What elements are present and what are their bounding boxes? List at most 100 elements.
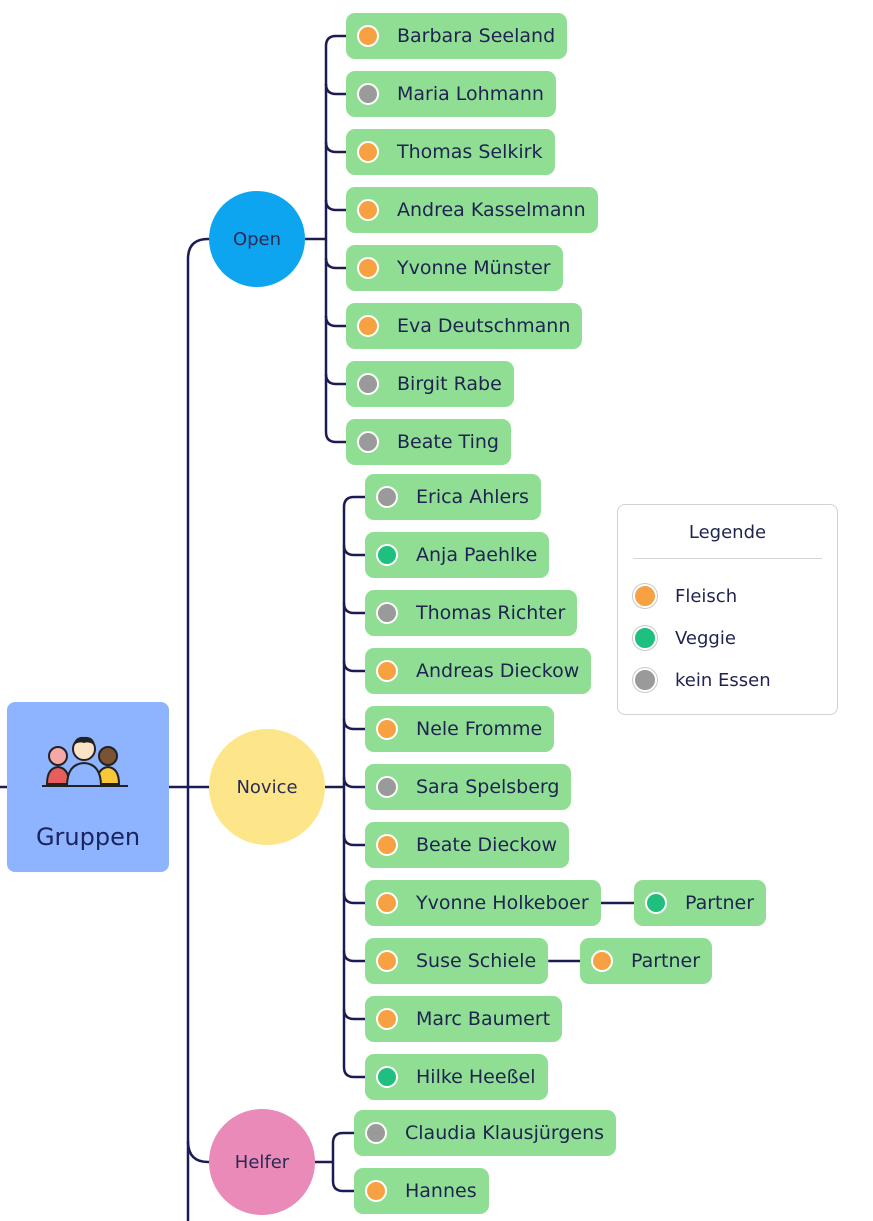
connector-line xyxy=(324,431,346,444)
member-label: Beate Dieckow xyxy=(416,834,558,856)
member-label: Marc Baumert xyxy=(416,1008,551,1030)
kein-essen-dot-icon xyxy=(633,668,657,692)
member-suse-schiele[interactable]: Suse Schiele xyxy=(365,938,549,984)
member-maria-lohmann[interactable]: Maria Lohmann xyxy=(346,71,556,117)
connector-line xyxy=(342,1008,365,1021)
people-group-icon xyxy=(42,736,128,787)
member-beate-ting[interactable]: Beate Ting xyxy=(346,419,511,465)
fleisch-dot-icon xyxy=(357,257,379,279)
fleisch-dot-icon xyxy=(365,1180,387,1202)
kein-dot-icon xyxy=(376,776,398,798)
veggie-dot-icon xyxy=(376,544,398,566)
member-yvonne-munster[interactable]: Yvonne Münster xyxy=(346,245,563,291)
member-hilke-heessel[interactable]: Hilke Heeßel xyxy=(365,1054,548,1100)
connector-line xyxy=(324,83,346,96)
member-label: Yvonne Holkeboer xyxy=(416,892,589,914)
kein-dot-icon xyxy=(357,373,379,395)
fleisch-dot-icon xyxy=(376,950,398,972)
member-nele-fromme[interactable]: Nele Fromme xyxy=(365,706,555,752)
fleisch-dot-icon xyxy=(357,25,379,47)
fleisch-dot-icon xyxy=(376,1008,398,1030)
fleisch-dot-icon xyxy=(376,892,398,914)
veggie-dot-icon xyxy=(376,1066,398,1088)
member-label: Barbara Seeland xyxy=(397,25,556,47)
group-node-novice[interactable]: Novice xyxy=(209,729,325,845)
member-sara-spelsberg[interactable]: Sara Spelsberg xyxy=(365,764,572,810)
kein-dot-icon xyxy=(365,1122,387,1144)
member-label: Hannes xyxy=(405,1180,477,1202)
connector-line xyxy=(331,1180,354,1193)
member-label: Anja Paehlke xyxy=(416,544,538,566)
fleisch-dot-icon xyxy=(357,141,379,163)
member-erica-ahlers[interactable]: Erica Ahlers xyxy=(365,474,541,520)
member-birgit-rabe[interactable]: Birgit Rabe xyxy=(346,361,514,407)
connector-line xyxy=(324,373,346,386)
member-label: Andreas Dieckow xyxy=(416,660,580,682)
member-thomas-selkirk[interactable]: Thomas Selkirk xyxy=(346,129,555,175)
member-label: Andrea Kasselmann xyxy=(397,199,586,221)
connector-line xyxy=(342,892,365,905)
fleisch-dot-icon xyxy=(591,950,613,972)
member-label: Nele Fromme xyxy=(416,718,543,740)
group-node-helfer[interactable]: Helfer xyxy=(209,1109,315,1215)
group-node-open[interactable]: Open xyxy=(209,191,305,287)
member-yvonne-holkeboer[interactable]: Yvonne Holkeboer xyxy=(365,880,601,926)
legend: Legende Fleisch Veggie kein Essen xyxy=(617,504,838,715)
member-beate-dieckow[interactable]: Beate Dieckow xyxy=(365,822,570,868)
connector-line xyxy=(342,602,365,615)
connector-line xyxy=(331,1131,354,1144)
legend-title: Legende xyxy=(688,522,767,543)
fleisch-dot-icon xyxy=(376,718,398,740)
connector-line xyxy=(342,495,365,508)
group-label: Novice xyxy=(236,776,298,798)
connector-line xyxy=(186,1140,210,1164)
member-label: Claudia Klausjürgens xyxy=(405,1122,605,1144)
legend-item-label: Veggie xyxy=(675,627,736,649)
member-andreas-dieckow[interactable]: Andreas Dieckow xyxy=(365,648,592,694)
member-label: Yvonne Münster xyxy=(397,257,551,279)
member-label: Thomas Selkirk xyxy=(397,141,543,163)
fleisch-dot-icon xyxy=(633,584,657,608)
fleisch-dot-icon xyxy=(357,315,379,337)
connector-line xyxy=(342,1066,365,1079)
connector-line xyxy=(324,34,346,47)
connector-line xyxy=(342,544,365,557)
member-barbara-seeland[interactable]: Barbara Seeland xyxy=(346,13,568,59)
member-label: Partner xyxy=(631,950,701,972)
member-hannes[interactable]: Hannes xyxy=(354,1168,489,1214)
legend-divider xyxy=(633,558,822,559)
fleisch-dot-icon xyxy=(376,660,398,682)
connector-line xyxy=(324,257,346,270)
member-label: Maria Lohmann xyxy=(397,83,544,105)
member-label: Hilke Heeßel xyxy=(416,1066,536,1088)
member-anja-paehlke[interactable]: Anja Paehlke xyxy=(365,532,550,578)
member-label: Birgit Rabe xyxy=(397,373,502,395)
member-eva-deutschmann[interactable]: Eva Deutschmann xyxy=(346,303,583,349)
member-label: Erica Ahlers xyxy=(416,486,529,508)
member-andrea-kasselmann[interactable]: Andrea Kasselmann xyxy=(346,187,598,233)
connector-line xyxy=(342,950,365,963)
member-thomas-richter[interactable]: Thomas Richter xyxy=(365,590,578,636)
member-label: Thomas Richter xyxy=(416,602,566,624)
member-marc-baumert[interactable]: Marc Baumert xyxy=(365,996,563,1042)
member-label: Beate Ting xyxy=(397,431,499,453)
member-partner-of-yvonne-holkeboer[interactable]: Partner xyxy=(634,880,767,926)
legend-item-label: Fleisch xyxy=(675,585,738,607)
group-label: Helfer xyxy=(234,1151,290,1173)
legend-item-fleisch: Fleisch xyxy=(633,582,737,610)
member-partner-of-suse-schiele[interactable]: Partner xyxy=(580,938,713,984)
kein-dot-icon xyxy=(376,486,398,508)
member-claudia-klausjurgens[interactable]: Claudia Klausjürgens xyxy=(354,1110,617,1156)
kein-dot-icon xyxy=(376,602,398,624)
legend-item-label: kein Essen xyxy=(675,669,771,691)
veggie-dot-icon xyxy=(633,626,657,650)
connector-line xyxy=(324,199,346,212)
connector-line xyxy=(342,776,365,789)
connector-line xyxy=(324,141,346,154)
fleisch-dot-icon xyxy=(357,199,379,221)
group-label: Open xyxy=(232,228,282,250)
connector-line xyxy=(342,834,365,847)
connector-line xyxy=(342,660,365,673)
root-node-gruppen[interactable]: Gruppen xyxy=(7,702,169,872)
